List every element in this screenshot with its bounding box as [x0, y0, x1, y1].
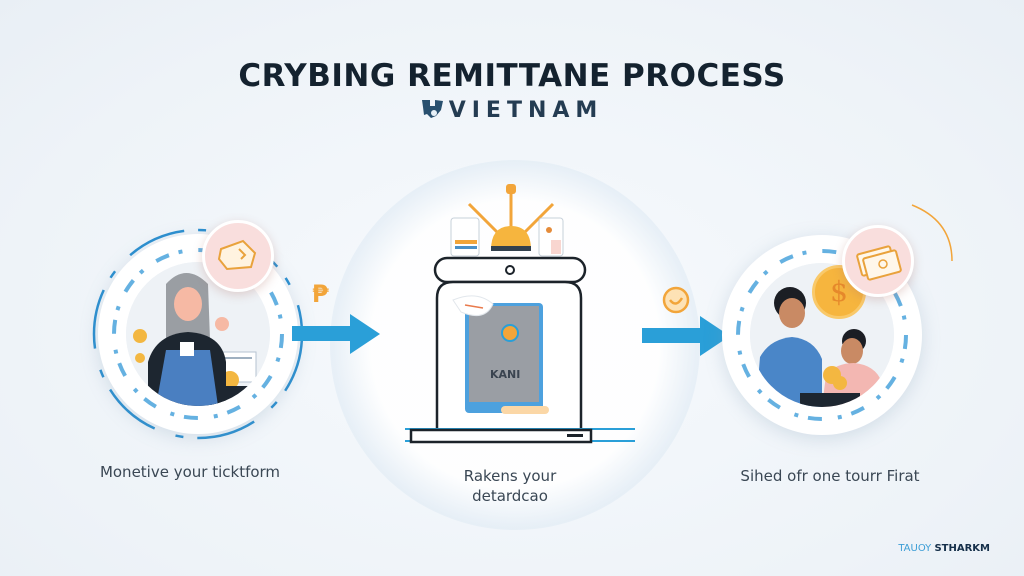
step-1-badge — [202, 220, 274, 292]
arrow-right-icon — [642, 316, 730, 356]
vietnam-map-icon — [421, 98, 445, 120]
wallet-screen-text: KANI — [490, 368, 520, 381]
step-2-label-line2: detardcao — [472, 487, 548, 505]
step-3-label: Sihed ofr one tourr Firat — [740, 467, 920, 485]
step-2: KANI — [405, 180, 635, 450]
step-1 — [92, 220, 304, 440]
inner-dashed-ring-icon — [112, 248, 284, 420]
footer-brand-part1: TAUOY — [898, 543, 932, 554]
footer-brand: TAUOY STHARKM — [898, 543, 990, 554]
coin-icon — [662, 286, 690, 314]
connector-2 — [640, 282, 730, 362]
step-3-badge — [842, 225, 914, 297]
inner-dashed-ring-icon — [736, 249, 908, 421]
connector-1: ₱ — [290, 280, 380, 360]
step-1-label: Monetive your ticktform — [99, 463, 281, 481]
cash-bundle-icon — [217, 239, 257, 271]
footer-brand-part2: STHARKM — [934, 543, 990, 554]
peso-symbol-icon: ₱ — [312, 280, 329, 308]
step-2-label-line1: Rakens your — [463, 467, 557, 485]
subtitle-text: VIETNAM — [448, 98, 604, 123]
banknotes-icon — [856, 245, 902, 281]
page-subtitle: VIETNAM — [0, 98, 1024, 123]
orbit-arc-icon — [911, 204, 953, 262]
step-3: $ — [722, 204, 953, 435]
laptop-with-wallet-icon: KANI — [405, 184, 635, 444]
coin-symbol: $ — [830, 275, 848, 308]
page-title: CRYBING REMITTANE PROCESS — [238, 58, 786, 94]
arrow-right-icon — [292, 314, 380, 354]
step-2-label: Rakens your detardcao — [410, 466, 610, 506]
